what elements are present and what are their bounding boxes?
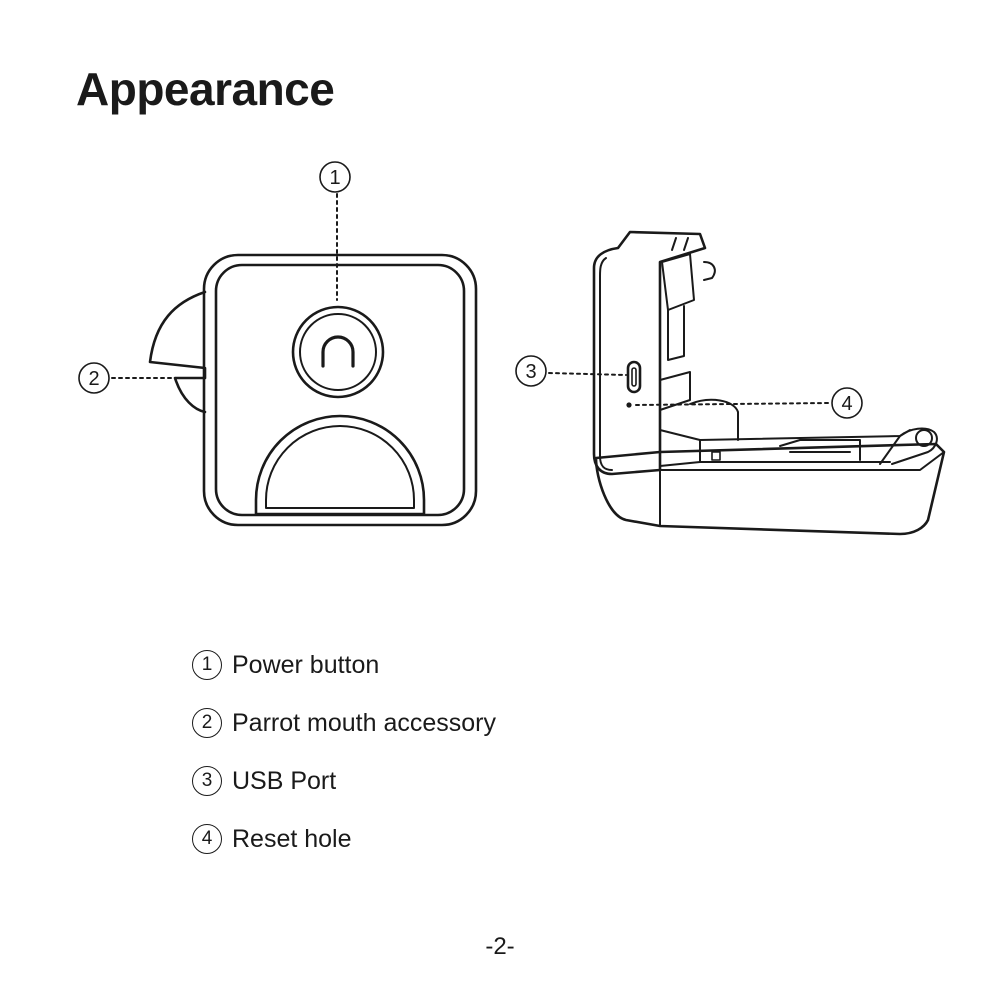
callout-1: 1	[319, 161, 351, 301]
paper-outlet	[254, 414, 426, 516]
legend-label: Power button	[232, 650, 380, 679]
reset-hole	[626, 402, 632, 408]
callout-2: 2	[78, 362, 173, 394]
legend-label: Reset hole	[232, 824, 352, 853]
printer-lid	[592, 230, 707, 476]
legend-item: 3 USB Port	[192, 761, 496, 801]
callout-4-number: 4	[841, 393, 852, 415]
callout-4: 4	[635, 387, 863, 419]
legend-label: Parrot mouth accessory	[232, 708, 496, 737]
legend-item: 2 Parrot mouth accessory	[192, 703, 496, 743]
printer-side-view	[592, 230, 946, 536]
legend-label: USB Port	[232, 766, 337, 795]
page-title: Appearance	[76, 63, 335, 115]
callout-2-number: 2	[88, 368, 99, 390]
parrot-mouth-accessory	[148, 290, 207, 414]
callout-3: 3	[515, 355, 627, 387]
usb-port	[626, 360, 642, 394]
printer-front-view	[148, 253, 478, 527]
legend-item: 4 Reset hole	[192, 819, 496, 859]
callout-1-number: 1	[329, 167, 340, 189]
page-number: -2-	[485, 933, 515, 960]
legend-item: 1 Power button	[192, 645, 496, 685]
legend-number: 3	[192, 766, 222, 796]
legend-list: 1 Power button 2 Parrot mouth accessory …	[192, 645, 496, 877]
legend-number: 1	[192, 650, 222, 680]
printer-body-outer	[202, 253, 478, 527]
power-button-icon	[321, 335, 355, 368]
printer-illustration: 1 2 3 4	[78, 161, 946, 536]
paper-roller	[879, 427, 938, 465]
paper-compartment	[659, 429, 701, 467]
legend-number: 2	[192, 708, 222, 738]
power-button	[291, 305, 385, 399]
printer-base	[594, 442, 946, 536]
legend-number: 4	[192, 824, 222, 854]
callout-3-number: 3	[525, 361, 536, 383]
